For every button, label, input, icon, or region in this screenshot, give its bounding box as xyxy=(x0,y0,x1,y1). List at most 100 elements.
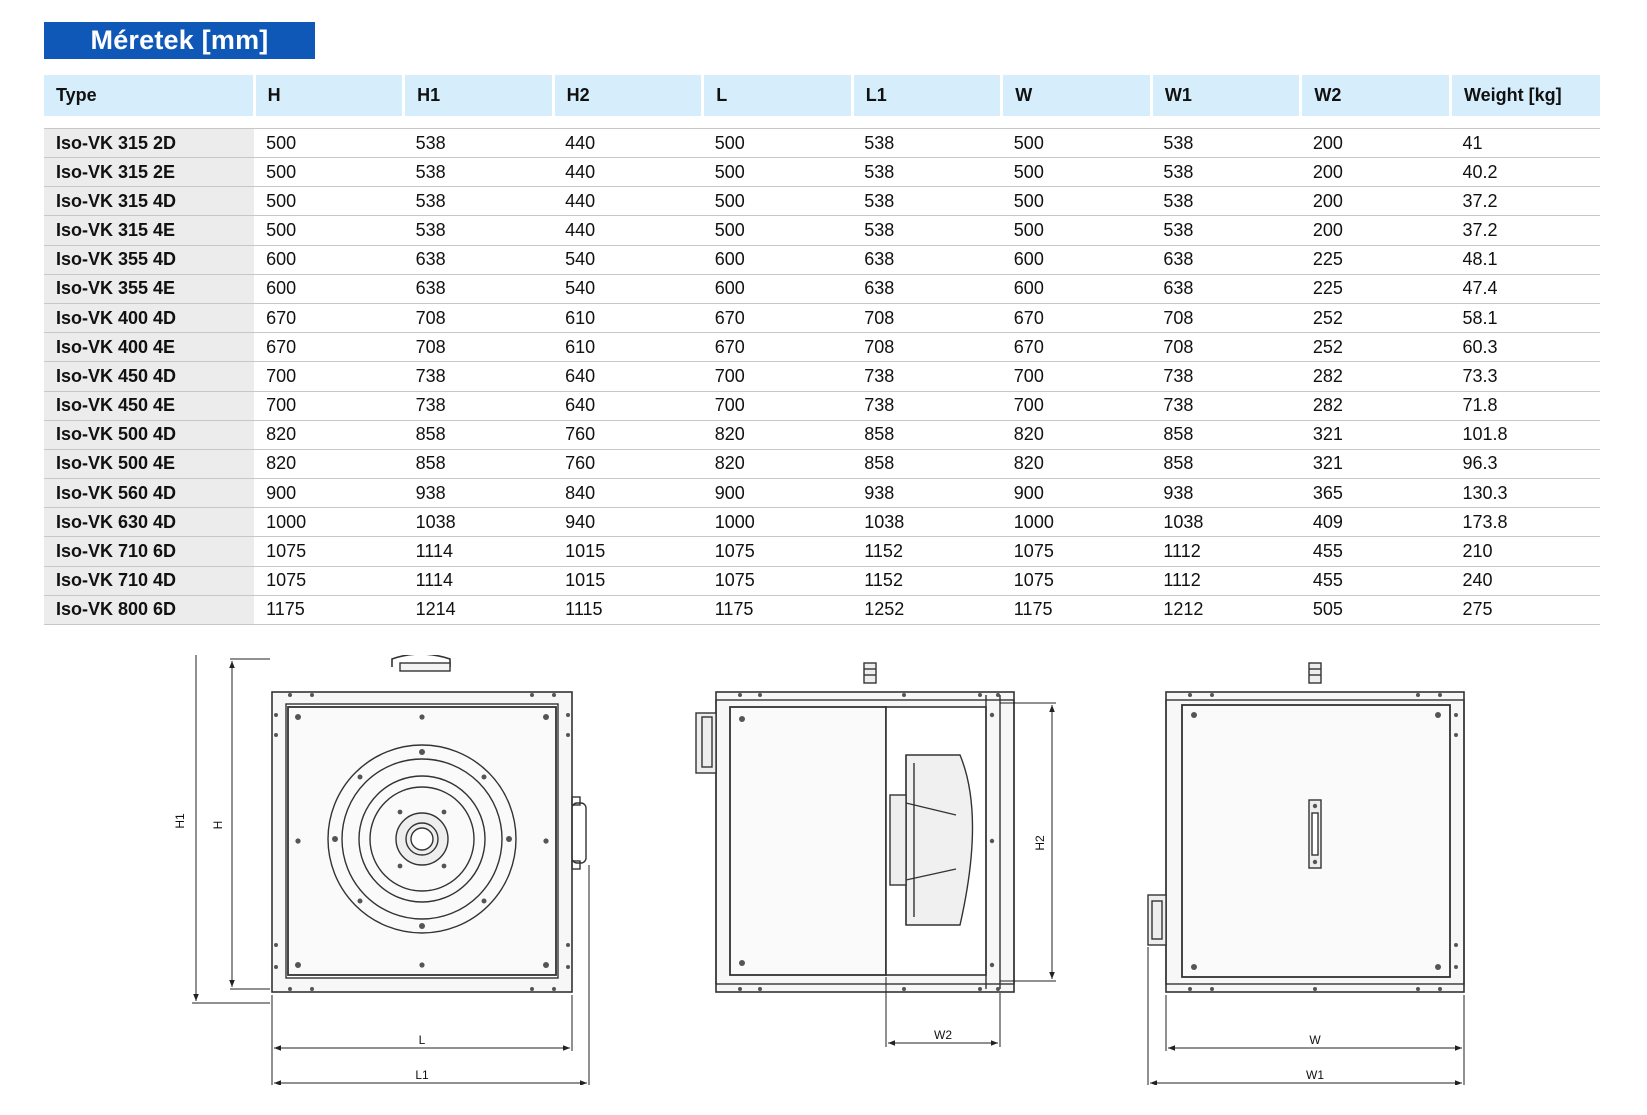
cell-w1: 708 xyxy=(1151,332,1301,363)
side-view-drawing xyxy=(695,662,1056,1047)
cell-w: 500 xyxy=(1001,215,1152,246)
cell-l: 1000 xyxy=(702,507,853,538)
cell-h2: 640 xyxy=(553,361,703,392)
cell-type: Iso-VK 315 4E xyxy=(44,215,255,246)
cell-l1: 1252 xyxy=(852,595,1002,626)
cell-l1: 938 xyxy=(852,478,1002,509)
cell-w2: 282 xyxy=(1300,391,1451,421)
cell-w: 500 xyxy=(1001,186,1152,217)
dim-label-h: H xyxy=(211,821,225,830)
cell-h: 1075 xyxy=(254,566,404,596)
cell-l1: 638 xyxy=(852,274,1002,304)
cell-h2: 1015 xyxy=(553,536,703,567)
cell-weight-kg: 210 xyxy=(1450,536,1600,567)
cell-h: 670 xyxy=(254,332,404,363)
cell-w: 670 xyxy=(1001,332,1152,363)
cell-l: 500 xyxy=(702,157,853,188)
cell-w: 500 xyxy=(1001,128,1152,158)
dimensions-table: Type H H1 H2 L L1 W W1 W2 Weight [kg] Is… xyxy=(44,75,1600,626)
cell-type: Iso-VK 355 4E xyxy=(44,274,255,304)
cell-l: 500 xyxy=(702,128,853,158)
col-header-l: L xyxy=(702,75,854,116)
cell-w1: 638 xyxy=(1151,245,1301,275)
cell-h1: 638 xyxy=(403,274,554,304)
cell-h: 820 xyxy=(254,420,404,450)
technical-drawings: H1 H L L1 xyxy=(173,655,1465,1085)
cell-weight-kg: 47.4 xyxy=(1450,274,1600,304)
cell-l: 1175 xyxy=(702,595,853,626)
cell-h1: 708 xyxy=(403,332,554,363)
cell-w2: 225 xyxy=(1300,245,1451,275)
dim-label-l: L xyxy=(419,1033,426,1047)
cell-l1: 538 xyxy=(852,186,1002,217)
cell-h2: 760 xyxy=(553,449,703,480)
cell-h2: 840 xyxy=(553,478,703,509)
cell-l1: 738 xyxy=(852,361,1002,392)
header-spacer xyxy=(44,116,1600,129)
cell-l1: 638 xyxy=(852,245,1002,275)
cell-h2: 1115 xyxy=(553,595,703,626)
cell-w: 820 xyxy=(1001,449,1152,480)
cell-w: 820 xyxy=(1001,420,1152,450)
cell-w1: 538 xyxy=(1151,215,1301,246)
page-title: Méretek [mm] xyxy=(44,22,315,59)
cell-l1: 1152 xyxy=(852,566,1002,596)
cell-h2: 440 xyxy=(553,157,703,188)
cell-l1: 858 xyxy=(852,420,1002,450)
cell-h2: 440 xyxy=(553,186,703,217)
cell-weight-kg: 37.2 xyxy=(1450,186,1600,217)
cell-w2: 200 xyxy=(1300,186,1451,217)
dim-label-w: W xyxy=(1309,1033,1321,1047)
col-header-type: Type xyxy=(44,75,256,116)
cell-weight-kg: 37.2 xyxy=(1450,215,1600,246)
cell-type: Iso-VK 710 6D xyxy=(44,536,255,567)
cell-w1: 1038 xyxy=(1151,507,1301,538)
cell-h1: 538 xyxy=(403,215,554,246)
cell-w2: 252 xyxy=(1300,332,1451,363)
cell-w1: 938 xyxy=(1151,478,1301,509)
cell-w1: 738 xyxy=(1151,361,1301,392)
cell-l: 600 xyxy=(702,274,853,304)
cell-l: 900 xyxy=(702,478,853,509)
cell-l: 820 xyxy=(702,420,853,450)
cell-w2: 321 xyxy=(1300,449,1451,480)
cell-h: 600 xyxy=(254,274,404,304)
cell-h1: 858 xyxy=(403,420,554,450)
cell-h2: 640 xyxy=(553,391,703,421)
col-header-weight: Weight [kg] xyxy=(1450,75,1600,116)
cell-l1: 858 xyxy=(852,449,1002,480)
cell-w1: 538 xyxy=(1151,186,1301,217)
cell-h: 900 xyxy=(254,478,404,509)
cell-w2: 200 xyxy=(1300,215,1451,246)
cell-w: 1075 xyxy=(1001,566,1152,596)
cell-h1: 858 xyxy=(403,449,554,480)
cell-h1: 708 xyxy=(403,303,554,334)
cell-h: 500 xyxy=(254,186,404,217)
cell-type: Iso-VK 630 4D xyxy=(44,507,255,538)
cell-h2: 1015 xyxy=(553,566,703,596)
cell-l1: 538 xyxy=(852,157,1002,188)
cell-w2: 455 xyxy=(1300,536,1451,567)
cell-weight-kg: 96.3 xyxy=(1450,449,1600,480)
cell-h2: 440 xyxy=(553,128,703,158)
cell-h1: 1214 xyxy=(403,595,554,626)
cell-weight-kg: 60.3 xyxy=(1450,332,1600,363)
cell-l1: 1038 xyxy=(852,507,1002,538)
cell-h2: 540 xyxy=(553,274,703,304)
cell-weight-kg: 101.8 xyxy=(1450,420,1600,450)
cell-w2: 225 xyxy=(1300,274,1451,304)
cell-w2: 200 xyxy=(1300,128,1451,158)
cell-type: Iso-VK 450 4D xyxy=(44,361,255,392)
cell-type: Iso-VK 315 2D xyxy=(44,128,255,158)
cell-l1: 538 xyxy=(852,215,1002,246)
cell-h1: 638 xyxy=(403,245,554,275)
cell-type: Iso-VK 355 4D xyxy=(44,245,255,275)
dim-label-h1: H1 xyxy=(173,813,187,829)
